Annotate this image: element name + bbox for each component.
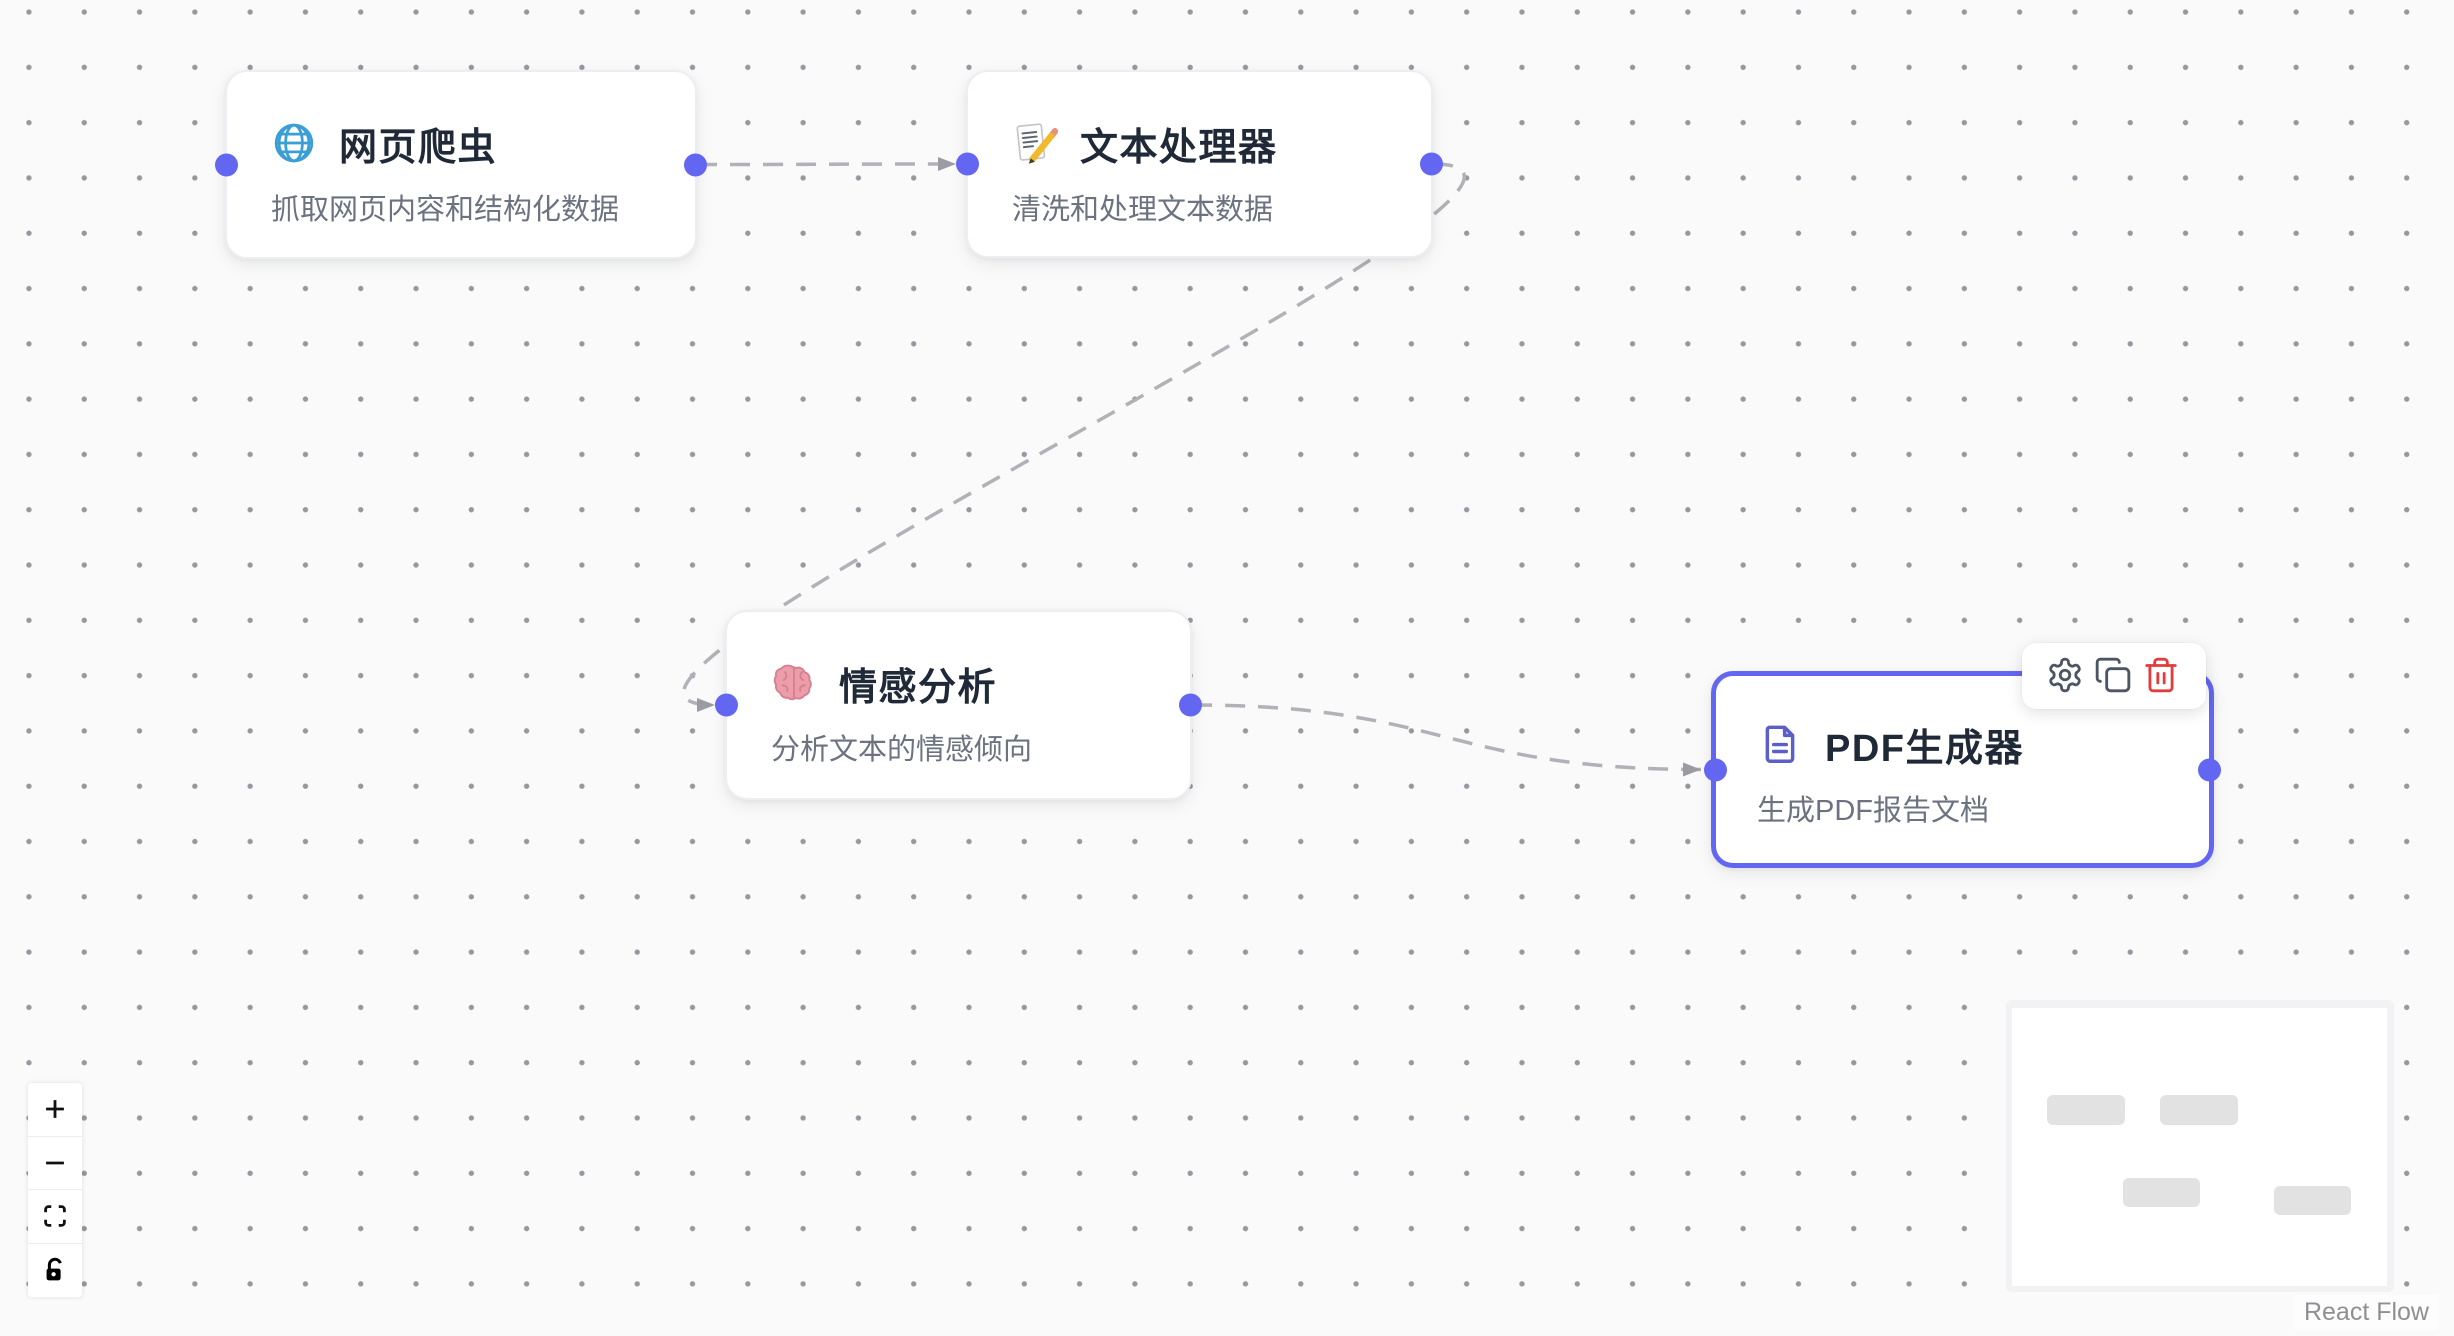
flow-node-web-crawler[interactable]: 网页爬虫抓取网页内容和结构化数据	[215, 70, 707, 259]
frame-icon	[40, 1201, 70, 1231]
node-subtitle: 分析文本的情感倾向	[771, 734, 1033, 766]
target-handle[interactable]	[215, 153, 238, 176]
flow-node-text-processor[interactable]: 文本处理器清洗和处理文本数据	[956, 70, 1443, 258]
brain-icon	[771, 660, 817, 706]
target-handle[interactable]	[1704, 758, 1727, 781]
duplicate-button[interactable]	[2094, 656, 2134, 696]
source-handle[interactable]	[1179, 693, 1202, 717]
source-handle[interactable]	[2198, 758, 2221, 781]
node-title: 文本处理器	[1080, 126, 1278, 169]
lock-open-icon	[40, 1255, 70, 1285]
minimap-viewport[interactable]	[2012, 1008, 2387, 1286]
source-handle[interactable]	[1420, 152, 1443, 176]
node-header: 文本处理器	[1012, 116, 1387, 170]
source-handle[interactable]	[684, 153, 707, 176]
zoom-out-button[interactable]	[28, 1136, 82, 1190]
node-title: 情感分析	[839, 666, 998, 709]
file-text-icon	[1757, 721, 1803, 767]
zoom-in-button[interactable]	[28, 1083, 82, 1137]
flow-node-sentiment-analysis[interactable]: 情感分析分析文本的情感倾向	[715, 610, 1202, 800]
node-subtitle: 抓取网页内容和结构化数据	[271, 194, 620, 226]
node-title: PDF生成器	[1825, 727, 2025, 770]
edge-2[interactable]	[682, 162, 1466, 712]
fit-view-button[interactable]	[28, 1190, 82, 1244]
node-subtitle: 生成PDF报告文档	[1757, 795, 1990, 827]
gear-icon	[2046, 656, 2086, 696]
toggle-interactivity-button[interactable]	[28, 1243, 82, 1297]
node-header: 情感分析	[771, 656, 1146, 710]
minimap-node-sentiment-analysis	[2123, 1178, 2200, 1207]
trash-icon	[2142, 656, 2182, 696]
node-title: 网页爬虫	[339, 126, 498, 169]
minus-icon	[40, 1148, 70, 1178]
minimap-node-text-processor	[2160, 1095, 2238, 1125]
target-handle[interactable]	[715, 693, 738, 717]
edge-1[interactable]	[696, 157, 957, 172]
minimap-node-web-crawler	[2047, 1095, 2125, 1125]
react-flow-attribution: React Flow	[2294, 1295, 2438, 1330]
settings-button[interactable]	[2046, 656, 2086, 696]
minimap[interactable]	[2006, 1000, 2394, 1292]
copy-icon	[2094, 656, 2134, 696]
node-toolbar	[2022, 643, 2206, 709]
target-handle[interactable]	[956, 152, 979, 176]
delete-button[interactable]	[2142, 656, 2182, 696]
node-subtitle: 清洗和处理文本数据	[1012, 194, 1274, 226]
memo-icon	[1012, 120, 1058, 166]
flow-controls	[28, 1083, 82, 1297]
globe-icon	[271, 120, 317, 166]
plus-icon	[40, 1094, 70, 1124]
node-header: PDF生成器	[1757, 717, 2168, 771]
node-header: 网页爬虫	[271, 116, 651, 170]
minimap-node-pdf-generator	[2274, 1186, 2351, 1215]
